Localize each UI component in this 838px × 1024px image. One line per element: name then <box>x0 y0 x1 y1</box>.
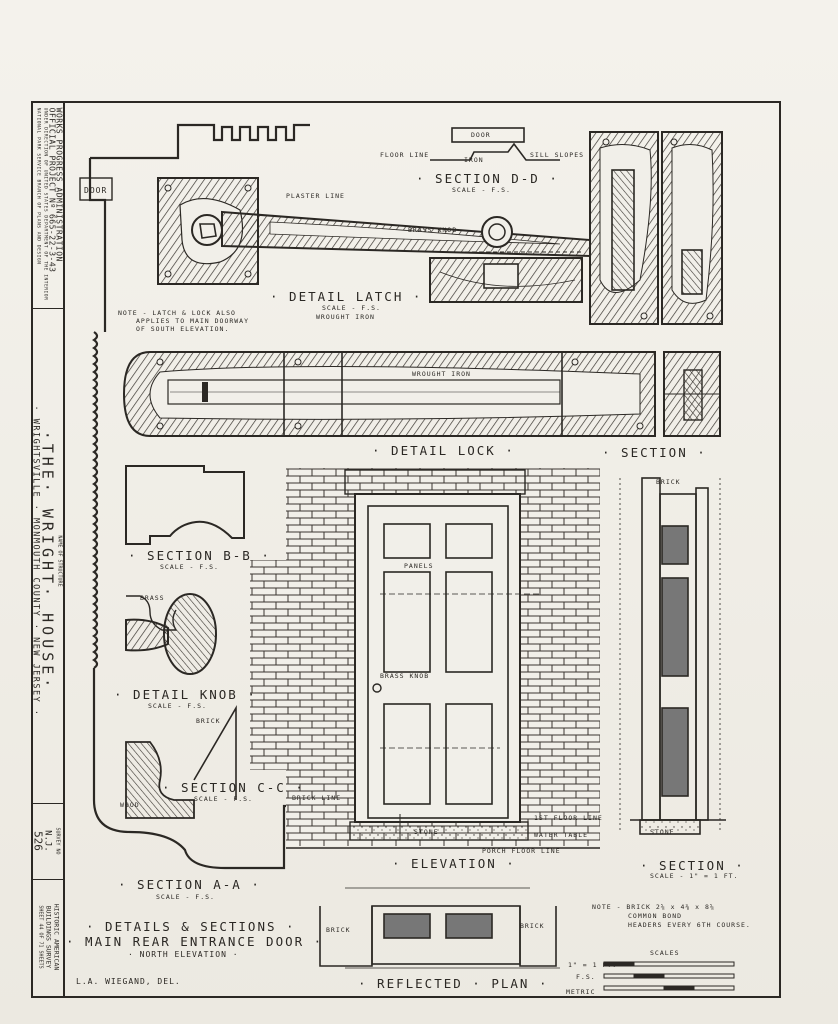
section-dd-drawing <box>430 127 560 161</box>
section-bb-title: · SECTION B-B · <box>128 548 271 563</box>
sheet-title-line-3: · NORTH ELEVATION · <box>128 950 239 959</box>
brick-note-line-3: HEADERS EVERY 6TH COURSE. <box>628 921 751 929</box>
brass-knob-label: BRASS KNOB <box>408 226 458 234</box>
right-section-scale: SCALE - 1" = 1 FT. <box>650 872 739 880</box>
floor-line-label: FLOOR LINE <box>380 151 430 159</box>
section-dd-title: · SECTION D-D · <box>416 171 559 186</box>
stone-label: STONE <box>414 828 439 836</box>
iron-label: IRON <box>464 156 484 164</box>
plaster-line-label: PLASTER LINE <box>286 192 345 200</box>
brick-line-label: BRICK LINE <box>292 794 342 802</box>
detail-lock-title: · DETAIL LOCK · <box>372 443 515 458</box>
title-divider <box>31 879 65 880</box>
drawing-border <box>31 101 781 998</box>
delineator-label: L.A. WIEGAND, DEL. <box>76 977 181 986</box>
wrought-iron-label: WROUGHT IRON <box>316 313 375 321</box>
section-aa-title: · SECTION A-A · <box>118 877 261 892</box>
section-stone-label: STONE <box>650 828 675 836</box>
door-section-drawing <box>619 477 726 835</box>
brass-label: BRASS <box>140 594 165 602</box>
detail-latch-title: · DETAIL LATCH · <box>270 289 423 304</box>
plan-brick-left-label: BRICK <box>326 926 351 934</box>
detail-latch-drawing <box>157 131 723 325</box>
detail-latch-scale: SCALE - F.S. <box>322 304 381 312</box>
latch-note-line-1: NOTE - LATCH & LOCK ALSO <box>118 309 236 317</box>
reflected-plan-drawing <box>319 887 560 969</box>
section-bb-scale: SCALE - F.S. <box>160 563 219 571</box>
section-dd-scale: SCALE - F.S. <box>452 186 511 194</box>
scales-title: SCALES <box>650 949 680 957</box>
scale-fs-label: F.S. <box>576 973 596 981</box>
title-divider <box>31 803 65 804</box>
panels-label: PANELS <box>404 562 434 570</box>
wall-profile <box>79 123 350 870</box>
elevation-title: · ELEVATION · <box>392 856 516 871</box>
scale-bars <box>603 961 735 991</box>
sill-slopes-label: SILL SLOPES <box>530 151 585 159</box>
lock-wrought-iron-label: WROUGHT IRON <box>412 370 471 378</box>
detail-lock-drawing <box>122 351 721 437</box>
lock-section-title: · SECTION · <box>602 445 707 460</box>
detail-knob-title: · DETAIL KNOB · <box>114 687 257 702</box>
sheet-title-line-2: · MAIN REAR ENTRANCE DOOR · <box>66 934 324 949</box>
right-section-title: · SECTION · <box>640 858 745 873</box>
section-aa-scale: SCALE - F.S. <box>156 893 215 901</box>
title-divider <box>31 308 65 309</box>
detail-knob-scale: SCALE - F.S. <box>148 702 207 710</box>
plan-brick-right-label: BRICK <box>520 922 545 930</box>
latch-note-line-2: APPLIES TO MAIN DOORWAY <box>136 317 250 325</box>
door-label: DOOR <box>84 186 108 195</box>
water-table-label: WATER TABLE <box>534 831 589 839</box>
reflected-plan-title: · REFLECTED · PLAN · <box>358 976 549 991</box>
door-elevation-drawing <box>250 468 600 849</box>
wood-label: WOOD <box>120 801 140 809</box>
brick-label-cc: BRICK <box>196 717 221 725</box>
scale-metric-label: METRIC <box>566 988 596 996</box>
sheet-title-line-1: · DETAILS & SECTIONS · <box>86 919 296 934</box>
section-dd-door-label: DOOR <box>471 131 491 139</box>
porch-floor-line-label: PORCH FLOOR LINE <box>482 847 561 855</box>
brick-note-line-2: COMMON BOND <box>628 912 683 920</box>
section-cc-title: · SECTION C-C · <box>162 780 305 795</box>
section-brick-label: BRICK <box>656 478 681 486</box>
latch-note-line-3: OF SOUTH ELEVATION. <box>136 325 230 333</box>
title-block: WORKS PROGRESS ADMINISTRATION OFFICIAL P… <box>31 101 65 998</box>
door-brass-knob-label: BRASS KNOB <box>380 672 430 680</box>
scale-1ft-label: 1" = 1 FT. <box>568 961 618 969</box>
brick-note-line-1: NOTE - BRICK 2⅝ x 4⅜ x 8⅝ <box>592 903 715 911</box>
section-cc-scale: SCALE - F.S. <box>194 795 253 803</box>
molding-sections <box>125 465 245 819</box>
first-floor-line-label: 1ST FLOOR LINE <box>534 814 603 822</box>
